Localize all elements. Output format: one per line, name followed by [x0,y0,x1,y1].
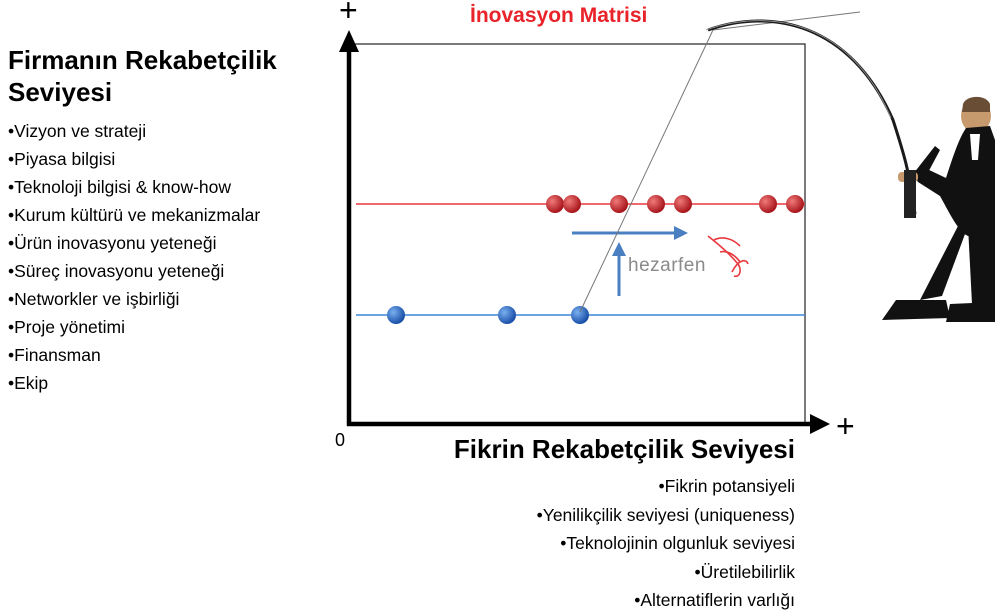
x-criterion: •Teknolojinin olgunluk seviyesi [560,533,795,553]
x-criterion: •Üretilebilirlik [694,561,795,582]
y-axis-heading: Firmanın Rekabetçilik Seviyesi [8,45,277,107]
red-dot [563,195,581,213]
y-criterion: •Proje yönetimi [8,317,126,337]
fishing-line [579,11,861,313]
vertical-arrow [612,242,626,296]
y-axis-criteria-list: •Vizyon ve strateji •Piyasa bilgisi •Tek… [8,117,260,397]
y-criterion: •Finansman [8,345,101,365]
horizontal-arrow [572,226,688,240]
red-dot [759,195,777,213]
blue-dot [498,306,516,324]
diagram-title: İnovasyon Matrisi [470,4,648,27]
x-axis-arrowhead [810,414,830,434]
hezarfen-bird-icon [707,235,749,278]
hezarfen-logo-text: hezarfen [628,255,706,276]
y-criterion: •Kurum kültürü ve mekanizmalar [8,205,261,225]
red-dot [674,195,692,213]
x-criterion: •Alternatiflerin varlığı [634,590,795,610]
fishing-rod [707,19,917,215]
y-criterion: •Süreç inovasyonu yeteneği [8,261,225,281]
x-axis-heading: Fikrin Rekabetçilik Seviyesi [453,434,795,464]
red-dots [546,195,804,213]
red-dot [546,195,564,213]
y-criterion: •Networkler ve işbirliği [8,289,180,309]
blue-dot [387,306,405,324]
red-dot [786,195,804,213]
x-axis-plus-sign: + [836,408,855,444]
y-axis-arrowhead [339,30,359,52]
x-axis-criteria-list: •Fikrin potansiyeli •Yenilikçilik seviye… [380,472,795,615]
blue-dots [387,306,589,324]
red-dot [610,195,628,213]
fisherman-figure [882,96,995,322]
x-criterion: •Yenilikçilik seviyesi (uniqueness) [536,504,795,525]
x-criterion: •Fikrin potansiyeli [658,476,795,496]
red-dot [647,195,665,213]
origin-label: 0 [335,430,346,450]
y-criterion: •Piyasa bilgisi [8,149,116,169]
y-criterion: •Teknoloji bilgisi & know-how [8,177,232,197]
y-criterion: •Ekip [8,373,49,393]
y-criterion: •Ürün inovasyonu yeteneği [8,233,217,253]
y-axis-plus-sign: + [339,0,358,28]
blue-dot [571,306,589,324]
y-criterion: •Vizyon ve strateji [8,121,147,141]
